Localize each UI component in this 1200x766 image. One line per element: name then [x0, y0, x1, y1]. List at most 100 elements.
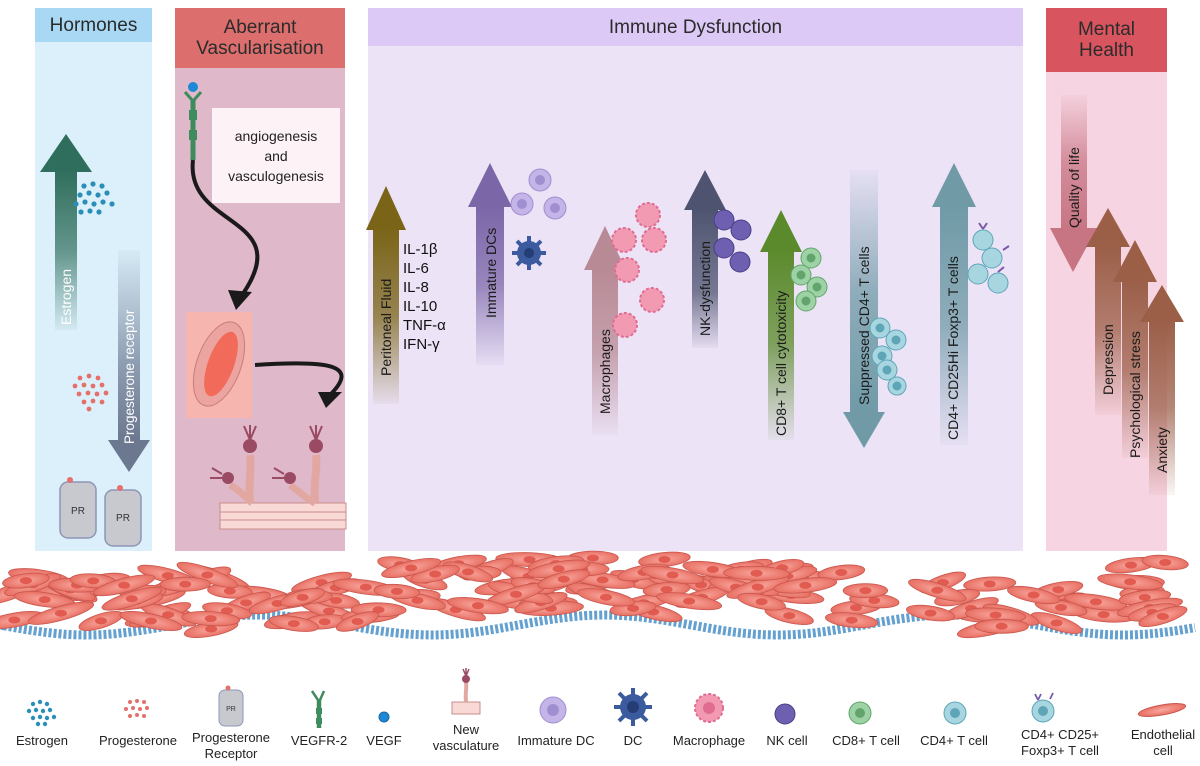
legend-label-macrophage: Macrophage — [672, 733, 746, 748]
quality-of-life-down-arrow — [1050, 95, 1097, 272]
legend-nk-cell-icon — [774, 703, 796, 725]
vegfr2-receptor-icon — [183, 82, 203, 160]
endothelial-nucleus — [1097, 611, 1110, 619]
cell-to-vasculature-arrowhead — [318, 392, 342, 408]
endothelial-cell-icon — [186, 312, 252, 418]
nk-dysfunction-up-arrow — [684, 170, 726, 348]
angiogenesis-line3: vasculogenesis — [228, 167, 324, 184]
endothelial-nucleus — [510, 590, 522, 598]
endothelial-nucleus — [859, 587, 872, 595]
cytokine-il1b: IL-1β — [403, 241, 438, 258]
quality-of-life-label: Quality of life — [1066, 147, 1082, 228]
legend-label-nk-cell: NK cell — [766, 733, 808, 748]
endothelial-nucleus — [666, 571, 679, 579]
endothelial-nucleus — [351, 618, 364, 625]
svg-text:PR: PR — [226, 706, 236, 713]
suppressed-cd4-down-arrow — [843, 170, 885, 448]
endothelial-nucleus — [1159, 559, 1172, 566]
vegf-to-cell-arrowhead — [228, 290, 252, 310]
endothelial-nucleus — [1138, 593, 1151, 601]
legend-macrophage-icon — [694, 693, 724, 723]
vascularisation-title-line1: Aberrant — [223, 17, 297, 38]
endothelial-tissue-layer — [0, 550, 1196, 640]
endothelial-nucleus — [924, 609, 937, 617]
legend-label-cd4-t-cell: CD4+ T cell — [920, 733, 988, 748]
depression-label: Depression — [1100, 324, 1116, 395]
endothelial-nucleus — [54, 609, 67, 617]
endothelial-nucleus — [995, 622, 1008, 630]
endothelial-nucleus — [1052, 586, 1065, 594]
endothelial-nucleus — [660, 586, 673, 593]
macrophages-up-arrow — [584, 226, 626, 435]
endothelial-nucleus — [683, 597, 696, 605]
endothelial-nucleus — [658, 556, 671, 563]
depression-up-arrow — [1086, 208, 1130, 415]
endothelial-nucleus — [1124, 578, 1137, 586]
cytokine-list: IL-1β IL-6 IL-8 IL-10 TNF-α IFN-γ — [403, 240, 446, 354]
immune-title: Immune Dysfunction — [608, 16, 783, 38]
pr-receptor-2-label: PR — [116, 513, 130, 524]
cd8-cytotoxicity-label: CD8+ T cell cytotoxicity — [773, 291, 789, 436]
endothelial-nucleus — [1050, 619, 1063, 627]
legend-vegf-icon — [378, 711, 390, 723]
vascularisation-title-line2: Vascularisation — [196, 38, 324, 59]
endothelial-nucleus — [1156, 613, 1169, 620]
endothelial-nucleus — [931, 586, 944, 594]
cytokine-il10: IL-10 — [403, 298, 438, 315]
psychological-stress-label: Psychological stress — [1127, 331, 1143, 458]
endothelial-nucleus — [287, 620, 300, 628]
endothelial-nucleus — [783, 612, 796, 620]
endothelial-nucleus — [799, 581, 812, 589]
legend-cd4-cell-icon — [943, 701, 967, 725]
endothelial-nucleus — [845, 616, 858, 624]
endothelial-nucleus — [323, 607, 335, 615]
endothelial-nucleus — [179, 580, 192, 588]
legend-label-estrogen: Estrogen — [15, 733, 69, 748]
angiogenesis-line1: angiogenesis — [234, 127, 318, 144]
cytokine-ifng: IFN-γ — [403, 336, 440, 353]
endothelial-nucleus — [330, 597, 343, 604]
macrophage-cells — [611, 202, 667, 338]
endothelial-nucleus — [1027, 591, 1040, 599]
endothelial-nucleus — [1125, 561, 1137, 569]
endothelial-nucleus — [523, 556, 536, 564]
endothelial-nucleus — [750, 569, 763, 577]
endothelial-nucleus — [850, 604, 862, 612]
pr-receptor-2 — [104, 485, 142, 547]
estrogen-dots — [73, 181, 115, 215]
endothelial-nucleus — [221, 607, 233, 615]
cd8-cytotoxicity-up-arrow — [760, 210, 802, 440]
legend-label-progesterone: Progesterone — [98, 733, 178, 748]
legend-estrogen-icon — [26, 699, 57, 727]
endothelial-nucleus — [95, 617, 107, 625]
endothelial-nucleus — [19, 577, 32, 585]
endothelial-nucleus — [201, 571, 214, 579]
cytokine-il8: IL-8 — [403, 279, 429, 296]
endothelial-nucleus — [405, 564, 418, 572]
legend-endothelial-cell-icon — [1137, 703, 1187, 717]
endothelial-nucleus — [205, 625, 218, 633]
mental-title-line2: Health — [1079, 40, 1134, 61]
anxiety-label: Anxiety — [1154, 427, 1170, 473]
endothelial-nucleus — [1089, 598, 1102, 606]
suppressed-cd4-label: Suppressed CD4+ T cells — [856, 246, 872, 405]
endothelial-nucleus — [835, 569, 848, 576]
peritoneal-fluid-label: Peritoneal Fluid — [378, 279, 394, 376]
endothelial-nucleus — [144, 617, 157, 625]
endothelial-nucleus — [586, 554, 599, 562]
legend-label-treg-t-cell: CD4+ CD25+Foxp3+ T cell — [1020, 727, 1100, 758]
endothelial-nucleus — [372, 606, 385, 614]
legend-new-vasculature-icon — [451, 668, 481, 715]
endothelial-nucleus — [162, 611, 175, 619]
endothelial-nucleus — [989, 611, 1002, 619]
endothelial-nucleus — [296, 593, 309, 601]
immature-dcs-label: Immature DCs — [483, 228, 499, 318]
treg-label: CD4+ CD25Hi Foxp3+ T cells — [945, 256, 961, 440]
endothelial-nucleus — [125, 595, 138, 603]
estrogen-up-arrow — [40, 134, 92, 330]
endothelial-nucleus — [755, 598, 768, 606]
endothelial-nucleus — [359, 583, 372, 591]
legend-progesterone-icon — [124, 699, 149, 718]
